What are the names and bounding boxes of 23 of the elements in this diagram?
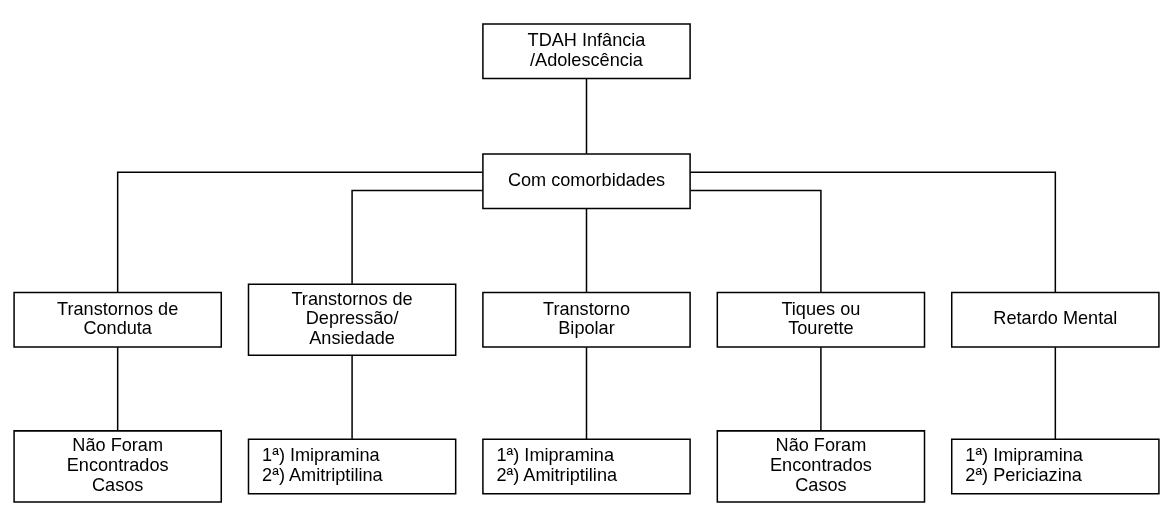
node-box: TDAH Infância /Adolescência — [482, 23, 691, 80]
node-box: Retardo Mental — [950, 291, 1160, 348]
node-box: Com comorbidades — [482, 153, 691, 210]
connector — [116, 171, 484, 293]
node-box: Transtornos de Depressão/ Ansiedade — [247, 283, 457, 356]
node-box: Não Foram Encontrados Casos — [13, 430, 223, 503]
connector — [585, 207, 588, 294]
connector — [585, 346, 588, 440]
node-box: Transtorno Bipolar — [482, 291, 691, 348]
connector — [820, 346, 822, 432]
node-box: 1ª) Imipramina 2ª) Amitriptilina — [482, 438, 691, 495]
connector — [689, 171, 1057, 293]
node-box: Não Foram Encontrados Casos — [716, 430, 926, 503]
connector — [1054, 346, 1057, 440]
node-box: 1ª) Imipramina 2ª) Amitriptilina — [247, 438, 457, 495]
node-box: Tiques ou Tourette — [716, 291, 926, 348]
node-box: Transtornos de Conduta — [13, 291, 223, 348]
connector — [351, 355, 353, 440]
connector — [689, 189, 822, 294]
node-box: 1ª) Imipramina 2ª) Periciazina — [950, 438, 1160, 495]
connector — [116, 346, 119, 432]
connector — [585, 78, 588, 155]
connector — [351, 189, 484, 285]
